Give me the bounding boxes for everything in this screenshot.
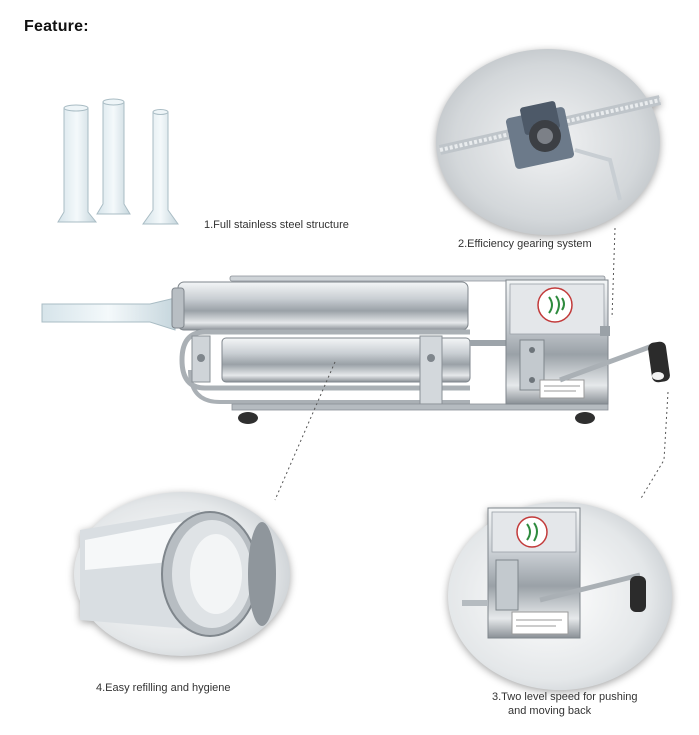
feature-label-2: 2.Efficiency gearing system	[458, 238, 592, 250]
page-title: Feature:	[24, 18, 89, 35]
nozzle-tubes	[57, 98, 179, 225]
feature-label-1: 1.Full stainless steel structure	[204, 219, 349, 231]
feature-label-3-line2: and moving back	[508, 705, 592, 717]
feature-label-3: 3.Two level speed for pushing	[492, 691, 638, 703]
detail-refilling-circle	[74, 492, 290, 656]
callout-leaders	[274, 227, 669, 501]
detail-gearing-circle	[436, 49, 662, 235]
feature-label-4: 4.Easy refilling and hygiene	[96, 682, 231, 694]
sausage-stuffer-machine	[41, 275, 670, 424]
detail-speed-circle	[448, 502, 672, 690]
